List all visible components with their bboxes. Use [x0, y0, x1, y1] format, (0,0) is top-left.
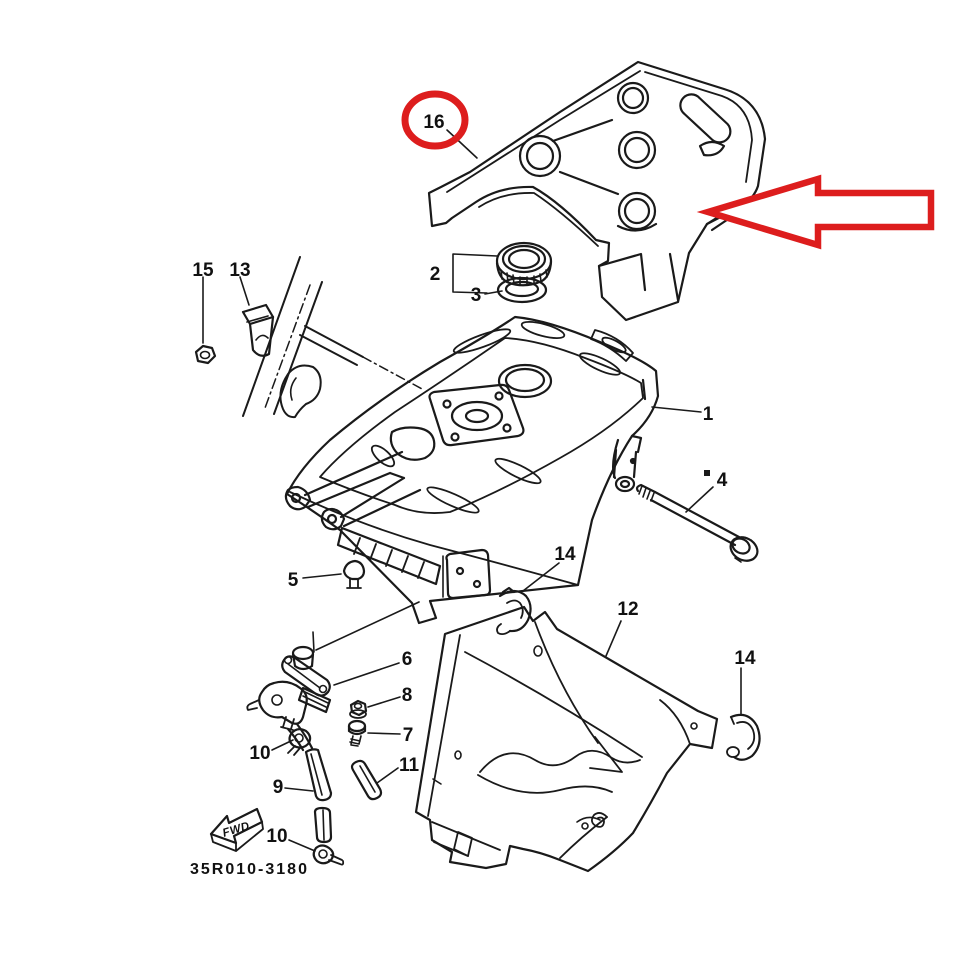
callout-3: 3	[471, 285, 482, 306]
callout-11: 11	[399, 755, 420, 776]
part-14-clip-a	[496, 586, 532, 636]
callout-14a: 14	[554, 544, 576, 565]
part-10-clamp-b	[312, 844, 345, 866]
part-5-grommet	[342, 559, 366, 589]
callout-5: 5	[288, 570, 299, 591]
callout-1: 1	[703, 404, 714, 425]
part-code: 35R010-3180	[190, 861, 309, 878]
leader-lines	[202, 129, 742, 852]
callout-8: 8	[402, 685, 413, 706]
part-15-nut	[194, 344, 217, 365]
callout-12: 12	[617, 599, 638, 620]
part-6-fuel-petcock	[246, 631, 332, 731]
part-1-fuel-tank	[284, 315, 660, 625]
callout-2: 2	[430, 264, 441, 285]
callout-7: 7	[403, 725, 414, 746]
callout-4: 4	[717, 470, 728, 491]
part-11-hose	[350, 759, 383, 801]
callout-16: 16	[423, 112, 444, 133]
part-12-lower-cover	[414, 605, 719, 873]
callout-10a: 10	[249, 743, 270, 764]
red-highlights	[401, 90, 935, 250]
red-arrow-pointer	[696, 174, 935, 250]
callout-14b: 14	[734, 648, 756, 669]
part-3-gasket	[496, 276, 548, 304]
callout-9: 9	[273, 777, 284, 798]
fwd-label: FWD	[221, 820, 251, 840]
part-7-screw	[347, 719, 367, 747]
fwd-arrow	[209, 807, 264, 852]
callout-6: 6	[402, 649, 413, 670]
part-4-bolt	[635, 483, 759, 563]
part-8-nut	[349, 699, 368, 719]
line-art	[194, 60, 767, 873]
part-16-cover	[427, 60, 767, 322]
callout-labels: 16 2 3 15 13 1 4 5 14 12 14 6 8 7 10 9 1…	[190, 112, 756, 878]
callout-10b: 10	[266, 826, 287, 847]
bullet-square	[704, 470, 710, 476]
part-9-hose	[286, 722, 333, 844]
callout-13: 13	[229, 260, 250, 281]
part-14-clip-b	[726, 713, 761, 761]
callout-15: 15	[192, 260, 214, 281]
red-circle-highlight	[401, 90, 469, 150]
part-13-bracket	[241, 303, 275, 357]
